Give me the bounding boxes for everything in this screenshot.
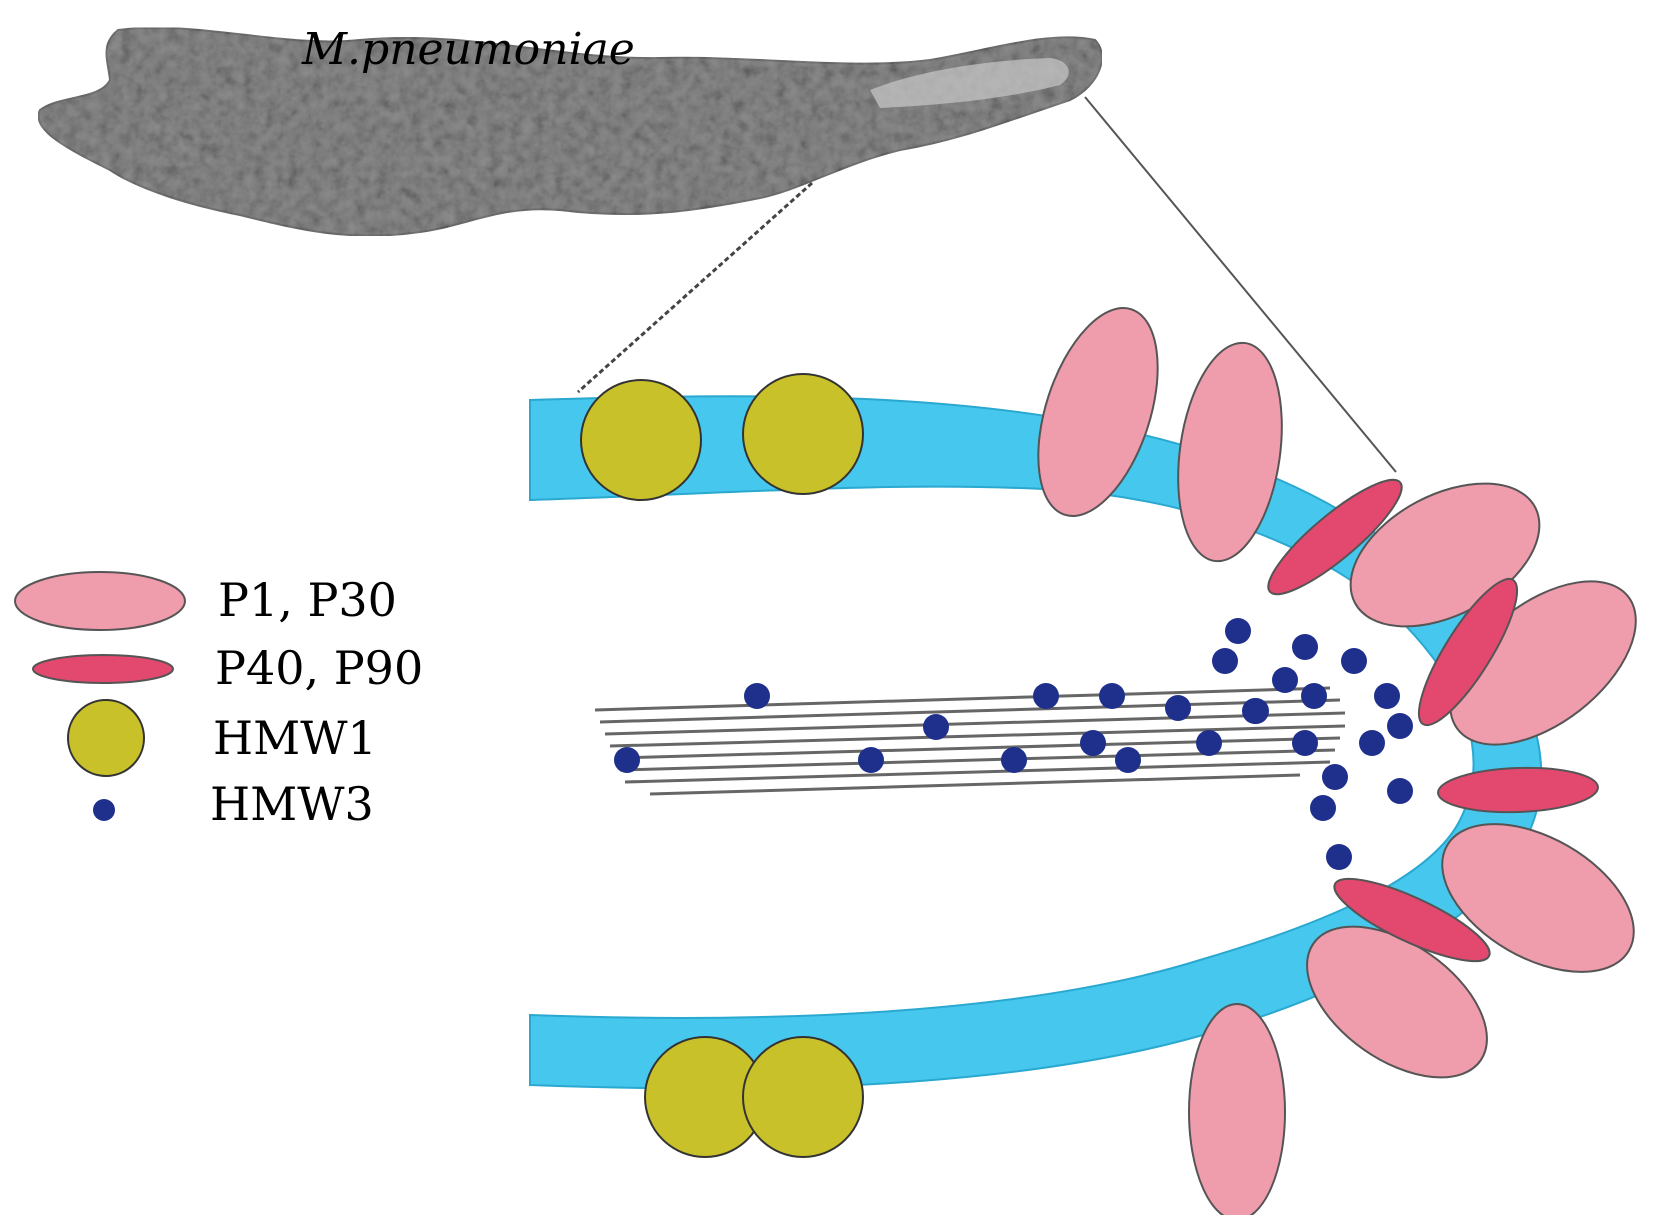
- legend-label-hmw3: HMW3: [210, 777, 374, 831]
- hmw3-dot: [1387, 778, 1413, 804]
- p1-ellipse: [1037, 307, 1159, 517]
- p1-ellipse: [1441, 823, 1635, 973]
- legend-label-hmw1: HMW1: [213, 711, 377, 765]
- legend-hmw1-icon: [67, 699, 145, 777]
- fiber: [609, 724, 1346, 748]
- hmw3-dot: [1292, 730, 1318, 756]
- legend-label-p40-p90: P40, P90: [215, 641, 423, 695]
- fiber: [624, 760, 1331, 784]
- p40-ellipse: [1417, 577, 1519, 727]
- legend-p40-icon: [32, 654, 174, 684]
- hmw3-dot: [1243, 698, 1269, 724]
- legend-hmw3-icon: [93, 799, 115, 821]
- p1-ellipse: [1188, 1003, 1286, 1215]
- hmw3-dot: [1001, 747, 1027, 773]
- cytoskeletal-fibers: [594, 686, 1346, 796]
- hmw3-dot: [1212, 648, 1238, 674]
- hmw3-dot: [614, 747, 640, 773]
- zoom-line-right: [1084, 96, 1397, 473]
- hmw3-dot: [1341, 648, 1367, 674]
- hmw3-dot: [1033, 683, 1059, 709]
- hmw3-dot: [1080, 730, 1106, 756]
- hmw3-dot: [1310, 795, 1336, 821]
- hmw3-dot: [1326, 844, 1352, 870]
- hmw3-dot: [1196, 730, 1222, 756]
- hmw3-proteins: [614, 618, 1413, 870]
- hmw3-dot: [1301, 683, 1327, 709]
- hmw1-proteins: [580, 373, 864, 1158]
- p40-ellipse: [1267, 478, 1403, 596]
- fiber: [614, 736, 1341, 760]
- hmw3-dot: [858, 747, 884, 773]
- p1-p30-proteins: [1037, 307, 1637, 1215]
- hmw3-dot: [1115, 747, 1141, 773]
- p1-ellipse: [1306, 925, 1488, 1079]
- hmw3-dot: [1359, 730, 1385, 756]
- hmw3-dot: [1387, 713, 1413, 739]
- p40-ellipse: [1437, 766, 1599, 814]
- p40-ellipse: [1333, 877, 1491, 963]
- legend-label-p1-p30: P1, P30: [218, 573, 397, 627]
- fiber: [599, 698, 1341, 724]
- hmw3-dot: [1225, 618, 1251, 644]
- hmw1-circle: [742, 1036, 864, 1158]
- cell-micrograph: [37, 26, 1103, 237]
- hmw1-circle: [580, 379, 702, 501]
- hmw3-dot: [1374, 683, 1400, 709]
- organism-name: M.pneumoniae: [301, 24, 635, 75]
- hmw1-circle: [742, 373, 864, 495]
- hmw3-dot: [1099, 683, 1125, 709]
- hmw3-dot: [923, 714, 949, 740]
- fiber: [604, 711, 1346, 736]
- legend: P1, P30 P40, P90 HMW1 HMW3: [14, 571, 423, 831]
- fiber: [594, 686, 1331, 712]
- p1-ellipse: [1177, 341, 1283, 563]
- hmw3-dot: [744, 683, 770, 709]
- hmw3-dot: [1322, 764, 1348, 790]
- hmw3-dot: [1272, 667, 1298, 693]
- hmw3-dot: [1292, 634, 1318, 660]
- fiber: [619, 748, 1336, 772]
- hmw3-dot: [1165, 695, 1191, 721]
- p40-p90-proteins: [1267, 478, 1599, 963]
- fiber: [649, 773, 1301, 796]
- zoom-line-left: [577, 181, 813, 394]
- legend-p1-icon: [14, 571, 186, 631]
